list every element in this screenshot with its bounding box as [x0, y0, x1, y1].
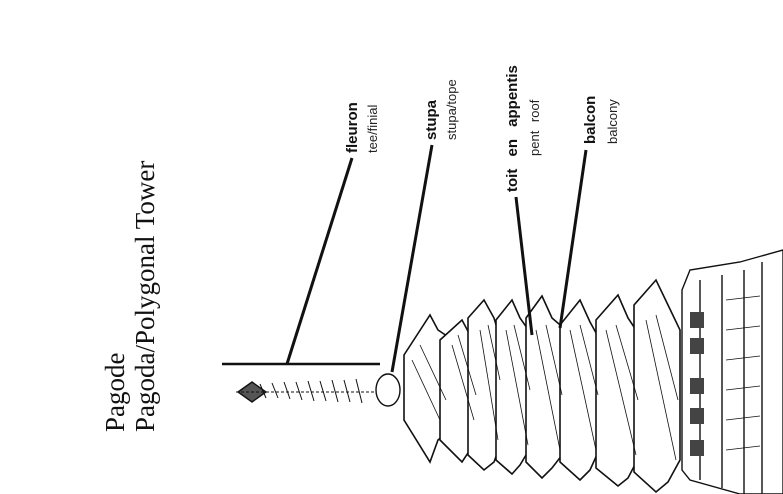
diagram-title-fr: Pagode	[100, 352, 130, 432]
label-toit-fr: toit en appentis	[504, 65, 521, 192]
tier-hatching	[411, 314, 679, 461]
leader-toit	[514, 196, 534, 336]
leader-fleuron	[285, 157, 354, 365]
diagram-title-en: Pagoda/Polygonal Tower	[130, 160, 160, 432]
label-stupa-en: stupa/tope	[444, 79, 459, 140]
label-fleuron-fr: fleuron	[344, 102, 361, 153]
label-stupa-fr: stupa	[423, 99, 440, 140]
label-fleuron-en: tee/finial	[365, 104, 380, 153]
label-balcon-fr: balcon	[582, 95, 599, 144]
leader-lines	[285, 144, 588, 373]
roof-tiers	[403, 278, 681, 494]
leader-stupa	[390, 144, 434, 373]
label-balcon-en: balcony	[605, 99, 620, 144]
label-toit-en: pent roof	[527, 99, 542, 156]
finial-rings	[236, 378, 378, 404]
leader-balcon	[558, 149, 588, 329]
base-building	[681, 249, 783, 494]
stupa-dome	[375, 373, 401, 407]
